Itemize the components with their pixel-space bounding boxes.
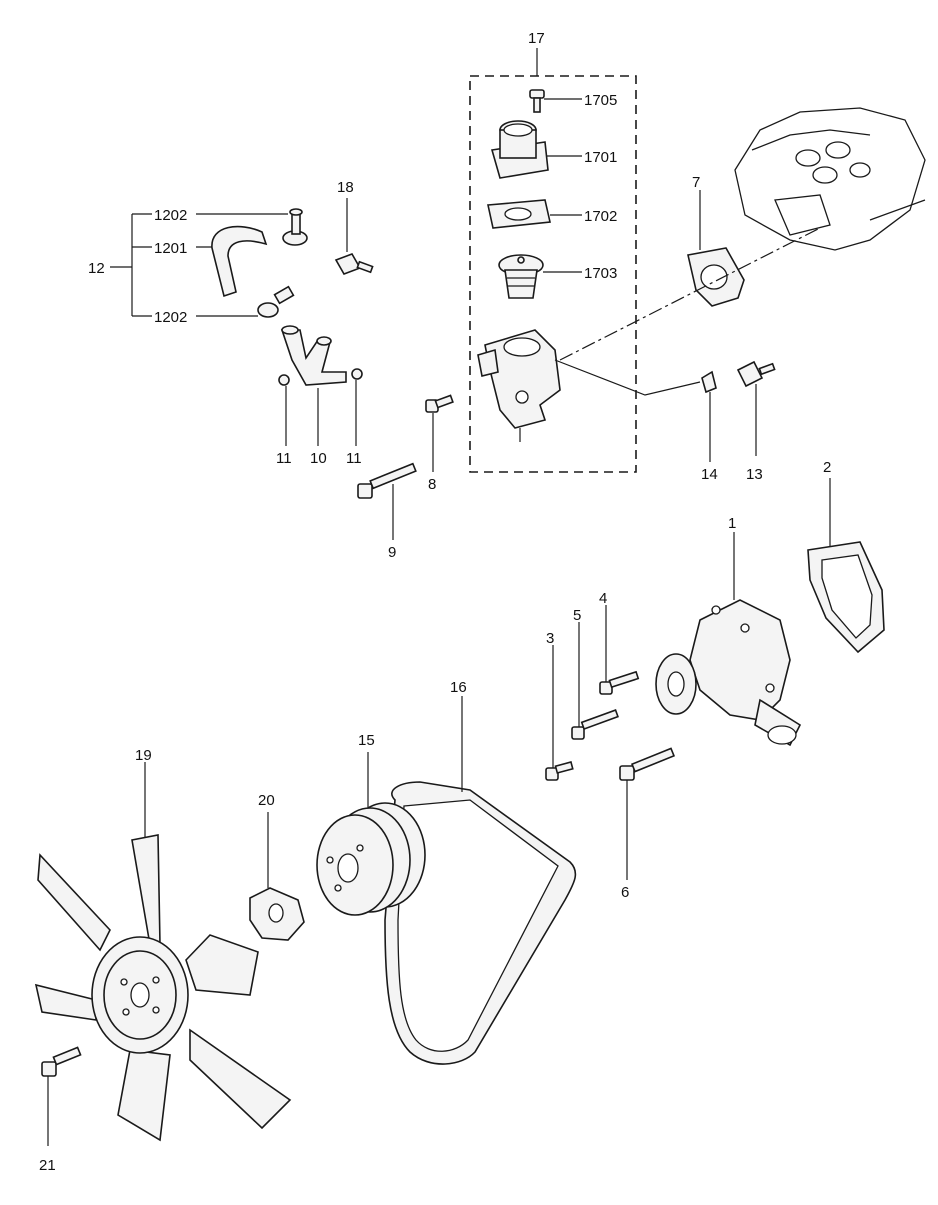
cooling-fan-19: [34, 834, 292, 1142]
label-1705: 1705: [584, 92, 617, 109]
label-1201: 1201: [154, 240, 187, 257]
label-7: 7: [692, 174, 700, 191]
label-18: 18: [337, 179, 354, 196]
label-21: 21: [39, 1157, 56, 1174]
label-1702: 1702: [584, 208, 617, 225]
label-15: 15: [358, 732, 375, 749]
label-2: 2: [823, 459, 831, 476]
o-ring-11-left: [278, 374, 290, 386]
o-ring-11-right: [351, 368, 363, 380]
bolt-3: [545, 761, 574, 781]
clip-14: [701, 370, 717, 394]
fan-spacer-20: [249, 887, 305, 941]
label-13: 13: [746, 466, 763, 483]
temperature-sensor-18: [334, 253, 374, 275]
gasket-1702: [487, 199, 551, 229]
label-6: 6: [621, 884, 629, 901]
label-16: 16: [450, 679, 467, 696]
label-14: 14: [701, 466, 718, 483]
bolt-6: [619, 747, 676, 781]
label-20: 20: [258, 792, 275, 809]
label-4: 4: [599, 590, 607, 607]
label-10: 10: [310, 450, 327, 467]
label-12: 12: [88, 260, 105, 277]
label-1701: 1701: [584, 149, 617, 166]
hose-clamp-1202-top: [282, 208, 308, 246]
water-pump-1: [655, 599, 802, 747]
label-1202-top: 1202: [154, 207, 187, 224]
bolt-8: [425, 394, 454, 413]
label-11-right: 11: [346, 450, 362, 467]
label-5: 5: [573, 607, 581, 624]
thermostat-assembly-box: [469, 75, 637, 473]
bolt-9: [357, 462, 417, 499]
label-19: 19: [135, 747, 152, 764]
water-pipe-10: [280, 325, 347, 386]
water-outlet-1701: [490, 120, 549, 179]
label-1202-bottom: 1202: [154, 309, 187, 326]
label-17: 17: [528, 30, 545, 47]
engine-block-outline: [734, 107, 926, 251]
fan-pulley-15: [316, 802, 426, 916]
hose-1201: [211, 225, 268, 298]
label-11-left: 11: [276, 450, 292, 467]
bolt-5: [571, 709, 619, 740]
label-9: 9: [388, 544, 396, 561]
bolt-21: [41, 1046, 82, 1077]
thermo-switch-13: [736, 360, 776, 388]
label-8: 8: [428, 476, 436, 493]
label-3: 3: [546, 630, 554, 647]
bolt-1705: [529, 89, 545, 113]
label-1: 1: [728, 515, 736, 532]
thermostat-housing: [477, 329, 561, 429]
gasket-7: [687, 247, 745, 307]
hose-clamp-1202-bottom: [257, 285, 295, 318]
gasket-2: [807, 541, 885, 654]
thermostat-1703: [498, 254, 544, 299]
label-1703: 1703: [584, 265, 617, 282]
